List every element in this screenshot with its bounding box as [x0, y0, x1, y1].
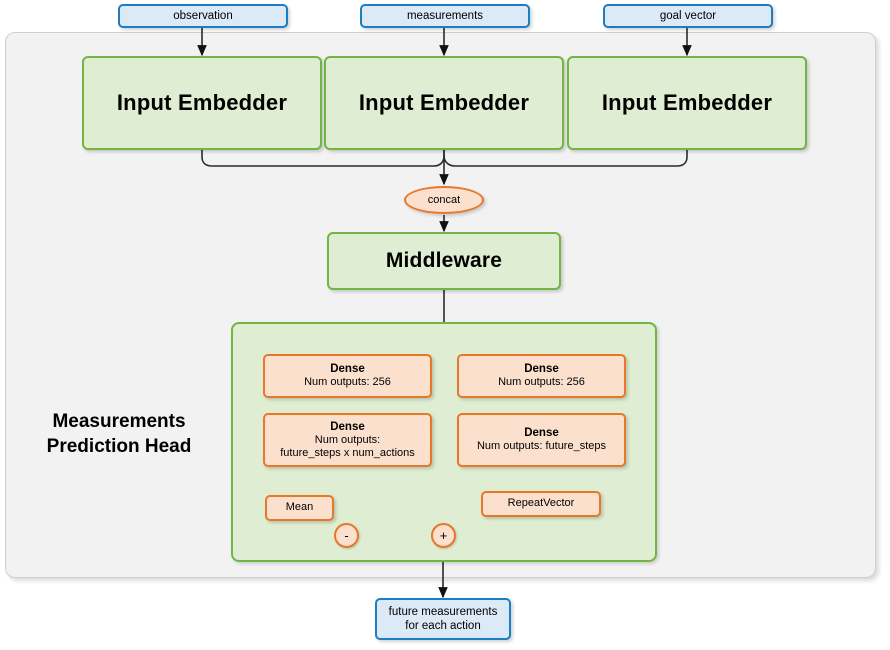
output-future-measurements[interactable]: future measurements for each action: [375, 598, 511, 640]
input-measurements[interactable]: measurements: [360, 4, 530, 28]
input-measurements-label: measurements: [406, 9, 484, 22]
input-observation-label: observation: [173, 9, 233, 22]
concat-node[interactable]: concat: [404, 186, 484, 214]
dense-right-2-sub: Num outputs: future_steps: [476, 440, 606, 453]
input-observation[interactable]: observation: [118, 4, 288, 28]
dense-left-2-sub-line1: Num outputs:: [314, 433, 381, 446]
input-embedder-observation[interactable]: Input Embedder: [82, 56, 322, 150]
concat-label: concat: [427, 194, 461, 206]
middleware-node[interactable]: Middleware: [327, 232, 561, 290]
repeat-vector-label: RepeatVector: [507, 497, 575, 510]
dense-left-2[interactable]: Dense Num outputs: future_steps x num_ac…: [263, 413, 432, 467]
input-embedder-goal-vector[interactable]: Input Embedder: [567, 56, 807, 150]
dense-right-2[interactable]: Dense Num outputs: future_steps: [457, 413, 626, 467]
input-embedder-goal-vector-label: Input Embedder: [601, 89, 773, 115]
dense-left-1[interactable]: Dense Num outputs: 256: [263, 354, 432, 398]
subtract-operator-label: -: [344, 528, 349, 543]
head-title-line1: Measurements: [52, 411, 186, 432]
dense-left-1-title: Dense: [330, 363, 365, 376]
add-operator-label: +: [439, 528, 448, 543]
add-operator[interactable]: +: [431, 523, 456, 548]
mean-label: Mean: [285, 501, 314, 514]
dense-left-2-title: Dense: [330, 420, 365, 433]
dense-right-1-sub: Num outputs: 256: [498, 376, 585, 389]
mean-node[interactable]: Mean: [265, 495, 334, 521]
input-embedder-measurements[interactable]: Input Embedder: [324, 56, 564, 150]
dense-right-1[interactable]: Dense Num outputs: 256: [457, 354, 626, 398]
input-goal-vector[interactable]: goal vector: [603, 4, 773, 28]
subtract-operator[interactable]: -: [334, 523, 359, 548]
output-label-line1: future measurements: [388, 605, 498, 618]
input-embedder-measurements-label: Input Embedder: [358, 89, 530, 115]
dense-right-1-title: Dense: [524, 363, 559, 376]
head-title-line2: Prediction Head: [46, 435, 192, 457]
repeat-vector-node[interactable]: RepeatVector: [481, 491, 601, 517]
dense-right-2-title: Dense: [524, 427, 559, 440]
dense-left-2-sub-line2: future_steps x num_actions: [280, 447, 415, 459]
dense-left-1-sub: Num outputs: 256: [304, 376, 391, 389]
input-embedder-observation-label: Input Embedder: [116, 89, 288, 115]
middleware-label: Middleware: [385, 249, 503, 273]
output-label-line2: for each action: [405, 620, 481, 632]
input-goal-vector-label: goal vector: [659, 9, 717, 22]
measurements-prediction-head-title: Measurements Prediction Head: [14, 410, 224, 459]
